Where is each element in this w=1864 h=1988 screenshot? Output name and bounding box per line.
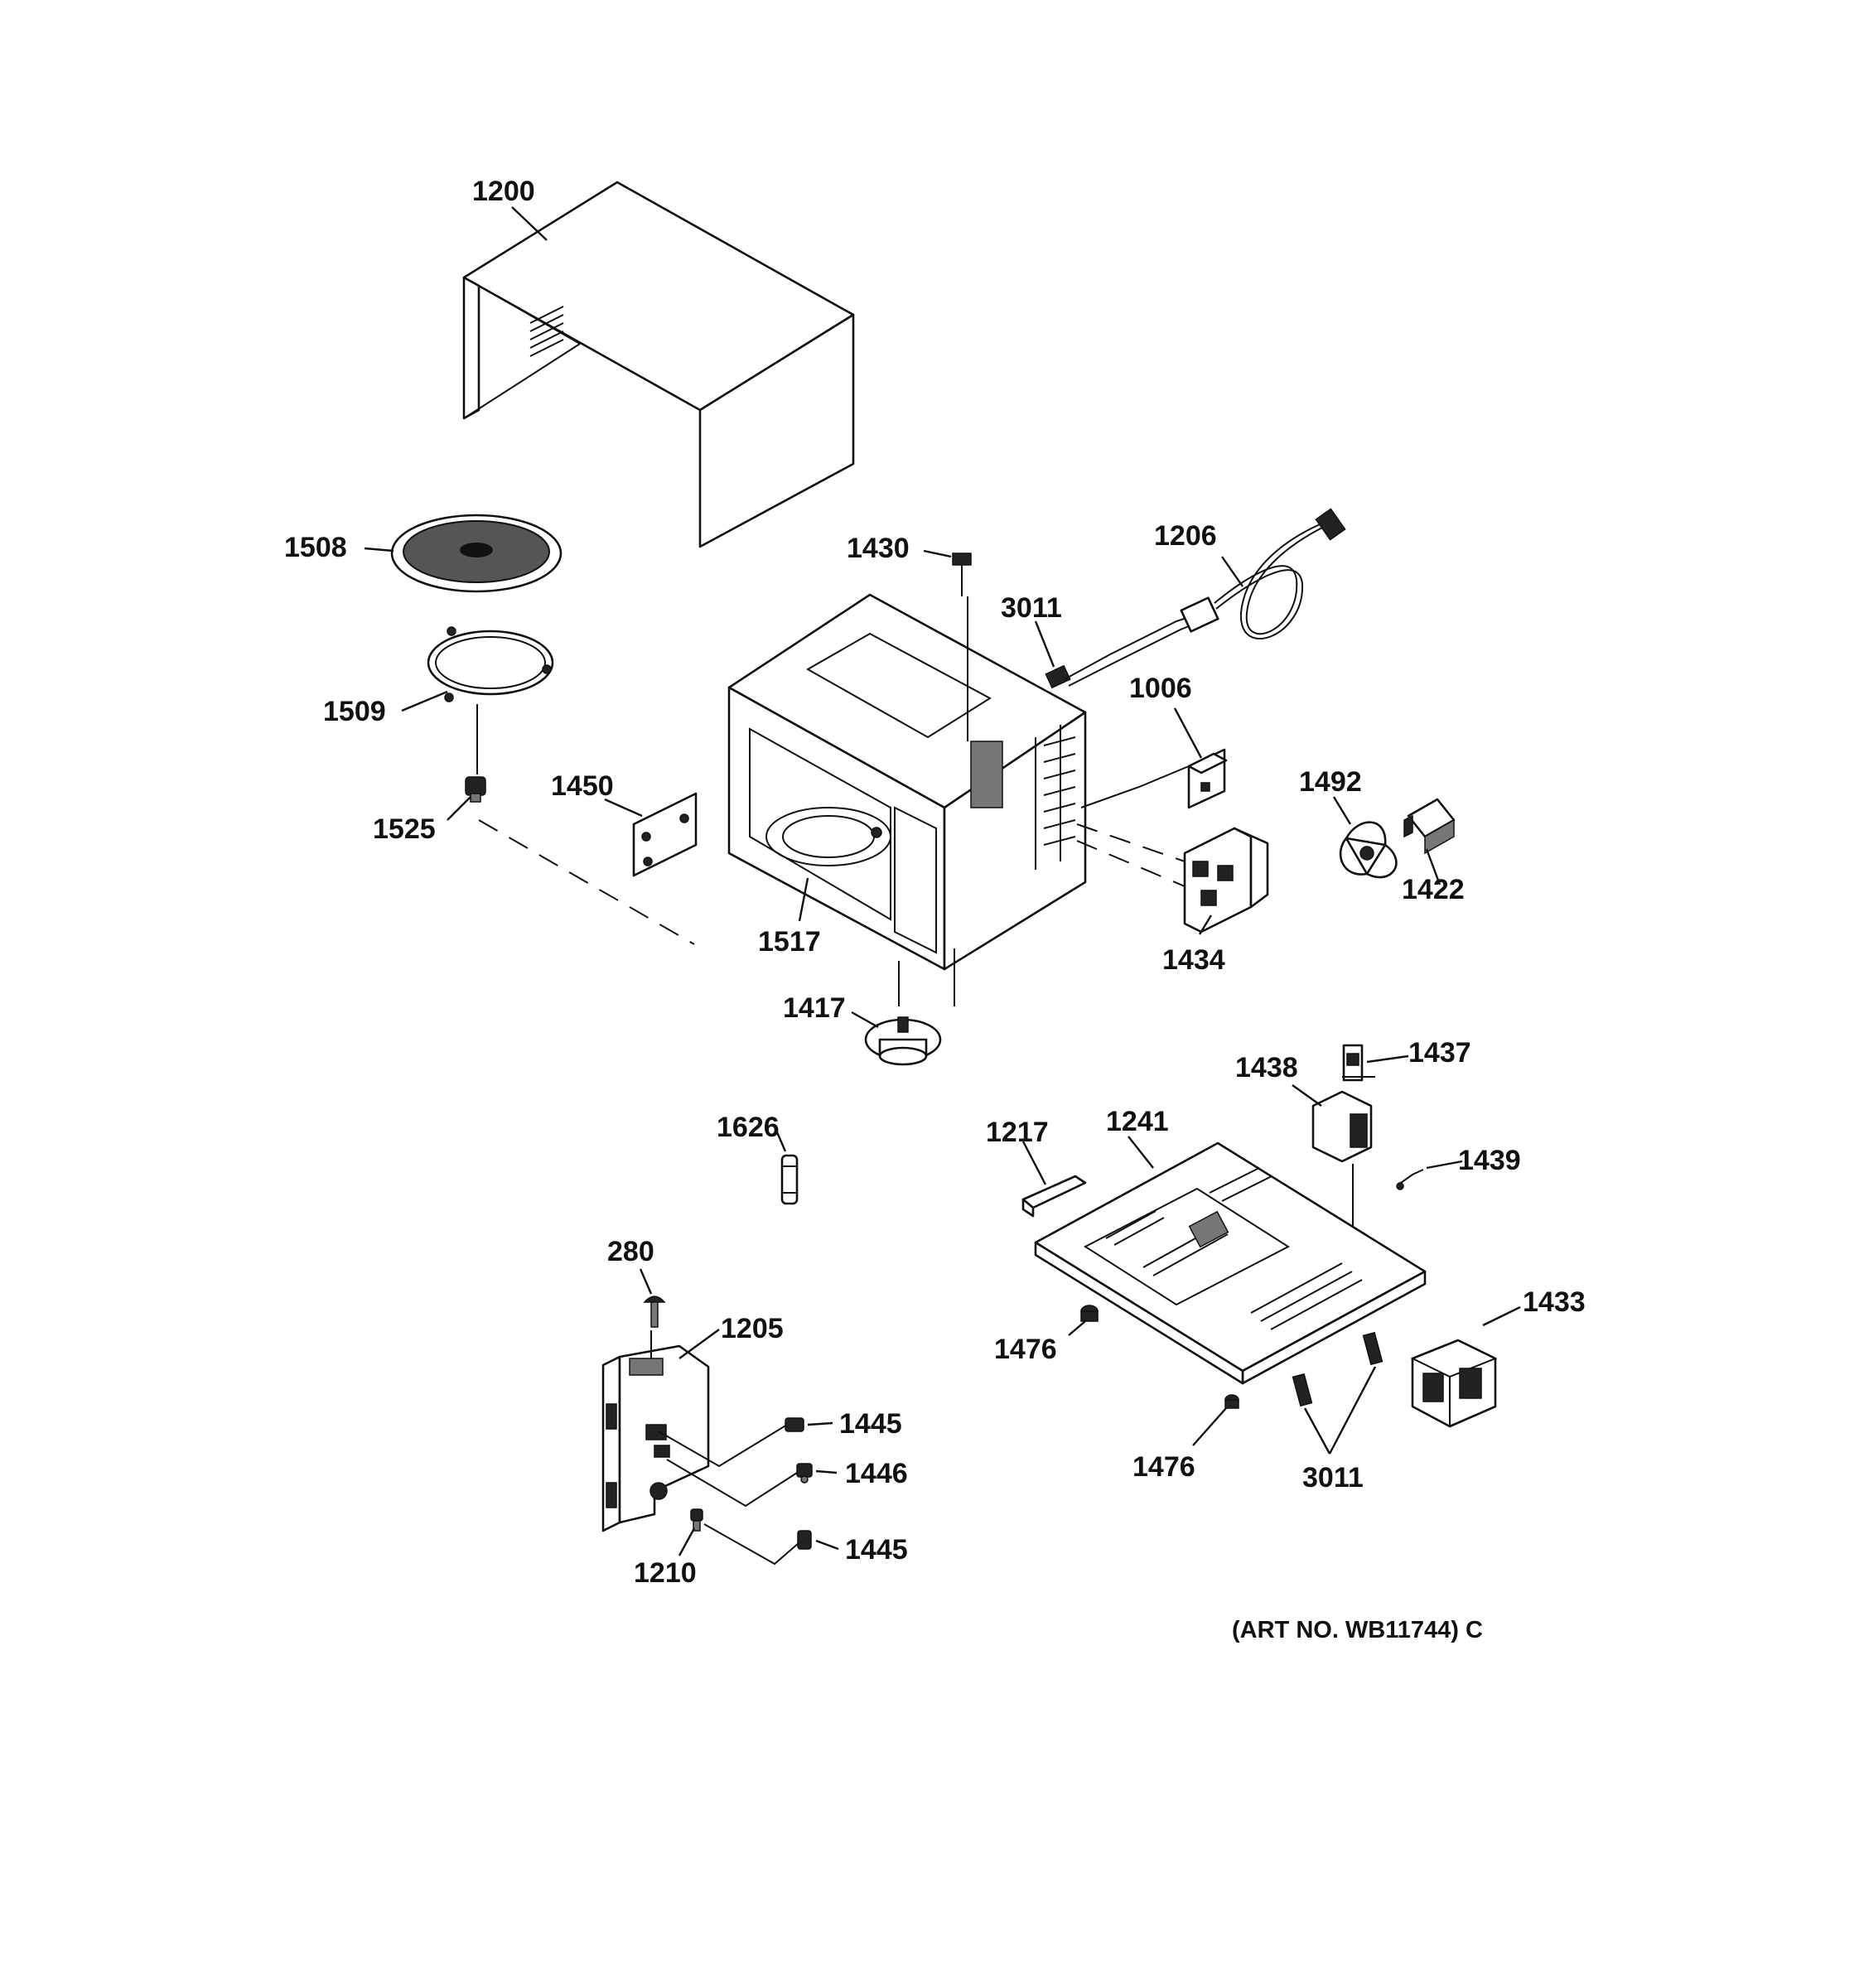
label-1476-left: 1476 <box>994 1334 1057 1365</box>
label-1626: 1626 <box>717 1112 780 1143</box>
label-1509: 1509 <box>323 696 386 727</box>
fuse-1626 <box>780 1154 799 1205</box>
power-cord-1206 <box>1064 508 1346 687</box>
connectors-3011-bottom <box>1292 1331 1384 1407</box>
label-1439: 1439 <box>1458 1145 1521 1176</box>
base-vent-slots <box>1105 1167 1363 1330</box>
switch-1445-top <box>785 1417 804 1432</box>
plate-1450 <box>632 792 698 877</box>
label-1205: 1205 <box>721 1313 784 1344</box>
label-1508: 1508 <box>284 532 347 563</box>
part-1438 <box>1311 1090 1373 1163</box>
roller-ring-1509 <box>427 626 554 702</box>
coupler-1525 <box>465 776 486 803</box>
module-1434 <box>1183 827 1269 934</box>
bracket-1006 <box>1187 748 1228 809</box>
label-3011-bottom: 3011 <box>1302 1462 1364 1493</box>
label-1445-top: 1445 <box>839 1408 902 1440</box>
label-280: 280 <box>607 1236 654 1267</box>
part-labels: 1200 1508 1509 1525 1450 1517 1417 1430 … <box>284 176 1586 1643</box>
outer-case-1200 <box>462 181 855 548</box>
screw-280 <box>643 1296 666 1328</box>
case-vent-slots <box>529 306 564 357</box>
label-1492: 1492 <box>1299 766 1362 798</box>
label-1422: 1422 <box>1402 874 1465 905</box>
switch-1446 <box>796 1463 813 1484</box>
label-1445-bottom: 1445 <box>845 1534 908 1566</box>
label-1434: 1434 <box>1162 944 1225 976</box>
fan-motor-1422 <box>1403 798 1456 855</box>
latch-board-1205 <box>601 1344 710 1532</box>
cavity-vent-holes <box>1043 736 1076 846</box>
label-1517: 1517 <box>758 926 821 958</box>
part-1210 <box>690 1508 703 1532</box>
part-1439 <box>1396 1169 1424 1190</box>
label-1446: 1446 <box>845 1458 908 1489</box>
label-1417: 1417 <box>783 992 846 1024</box>
switch-1445-bottom <box>797 1530 812 1550</box>
label-1206: 1206 <box>1154 520 1217 552</box>
label-1241: 1241 <box>1106 1106 1169 1137</box>
label-1476-bottom: 1476 <box>1132 1451 1195 1483</box>
connector-3011-top <box>1045 664 1071 689</box>
turntable-motor-1417 <box>864 1016 942 1066</box>
bracket-1217 <box>1021 1175 1087 1218</box>
label-1450: 1450 <box>551 770 614 802</box>
oven-cavity <box>727 593 1087 971</box>
switch-1430 <box>952 552 972 596</box>
glass-tray-1508 <box>390 514 563 593</box>
foot-1476-bottom <box>1224 1394 1239 1409</box>
label-1433: 1433 <box>1523 1286 1586 1318</box>
foot-1476-left <box>1080 1305 1099 1322</box>
label-1525: 1525 <box>373 813 436 845</box>
label-1200: 1200 <box>472 176 535 207</box>
base-plate-1241 <box>1034 1141 1427 1385</box>
label-1430: 1430 <box>847 533 910 564</box>
label-1006: 1006 <box>1129 673 1192 704</box>
label-3011-top: 3011 <box>1001 592 1062 624</box>
label-1217: 1217 <box>986 1117 1049 1148</box>
transformer-1433 <box>1410 1339 1498 1428</box>
fan-1492 <box>1339 821 1398 879</box>
label-1438: 1438 <box>1235 1052 1298 1083</box>
part-1437 <box>1342 1044 1375 1082</box>
art-number: (ART NO. WB11744) C <box>1232 1617 1483 1643</box>
label-1437: 1437 <box>1408 1037 1471 1069</box>
label-1210: 1210 <box>634 1557 697 1589</box>
